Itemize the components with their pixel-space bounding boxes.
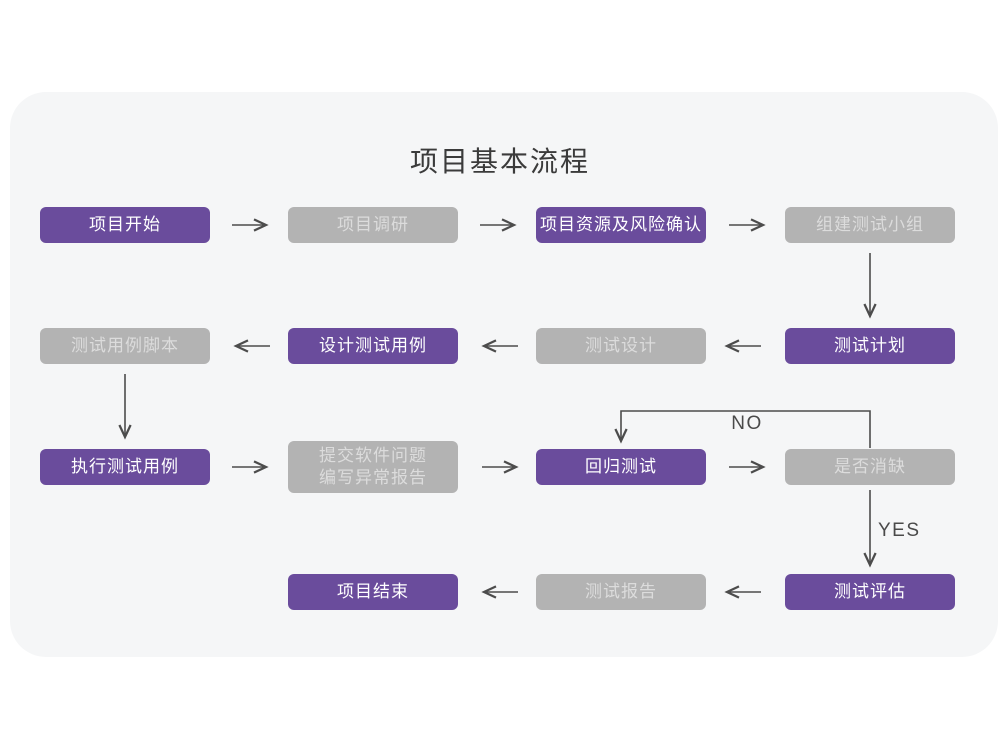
node-test-evaluate: 测试评估 bbox=[785, 574, 955, 610]
branch-label-no: NO bbox=[731, 413, 763, 434]
node-regression-test: 回归测试 bbox=[536, 449, 706, 485]
node-test-design: 测试设计 bbox=[536, 328, 706, 364]
node-project-start: 项目开始 bbox=[40, 207, 210, 243]
diagram-title: 项目基本流程 bbox=[409, 146, 590, 177]
node-test-report: 测试报告 bbox=[536, 574, 706, 610]
node-resource-risk: 项目资源及风险确认 bbox=[536, 207, 706, 243]
node-execute-cases: 执行测试用例 bbox=[40, 449, 210, 485]
node-defect-cleared: 是否消缺 bbox=[785, 449, 955, 485]
node-project-research: 项目调研 bbox=[288, 207, 458, 243]
node-design-cases: 设计测试用例 bbox=[288, 328, 458, 364]
node-submit-issues: 提交软件问题 编写异常报告 bbox=[288, 441, 458, 493]
node-case-scripts: 测试用例脚本 bbox=[40, 328, 210, 364]
node-project-end: 项目结束 bbox=[288, 574, 458, 610]
flowchart-card bbox=[10, 92, 998, 657]
node-test-plan: 测试计划 bbox=[785, 328, 955, 364]
node-build-team: 组建测试小组 bbox=[785, 207, 955, 243]
branch-label-yes: YES bbox=[878, 520, 921, 541]
